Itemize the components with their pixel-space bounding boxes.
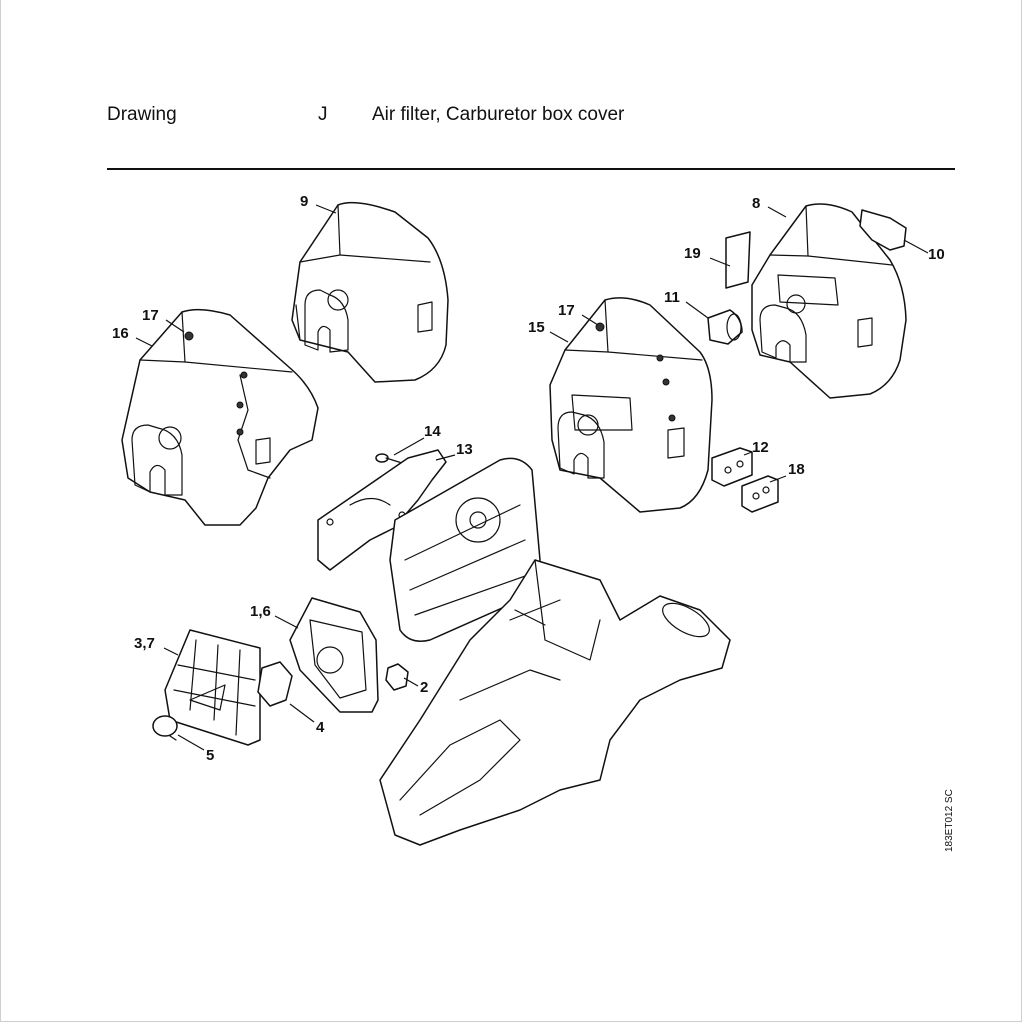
- part-10-plate: [859, 209, 907, 251]
- header-divider: [107, 168, 955, 170]
- part-19-label: [725, 231, 751, 289]
- part-18-bracket: [741, 475, 779, 513]
- part-5-knob: [152, 715, 178, 741]
- part-9-cover: [291, 201, 449, 383]
- callout-17-left: 17: [142, 307, 159, 324]
- part-11-knob: [707, 309, 743, 345]
- part-16-cover: [121, 308, 319, 526]
- part-14-screw: [375, 453, 403, 464]
- callout-11: 11: [664, 289, 680, 306]
- drawing-id: 183ET012 SC: [944, 789, 955, 852]
- callout-17-right: 17: [558, 302, 575, 319]
- callout-10: 10: [928, 246, 945, 263]
- header-code: J: [318, 104, 328, 125]
- callout-18: 18: [788, 461, 805, 478]
- callout-5: 5: [206, 747, 214, 764]
- part-15-cover: [549, 297, 713, 513]
- part-4-gasket: [257, 661, 293, 707]
- part-1-6-filter-frame: [289, 597, 379, 713]
- callout-8: 8: [752, 195, 760, 212]
- part-13-baffle: [317, 449, 447, 571]
- callout-4: 4: [316, 719, 325, 736]
- callout-16: 16: [112, 325, 129, 342]
- part-12-bracket: [711, 447, 753, 487]
- part-8-cover: [751, 203, 907, 399]
- callout-labels: 9 8 19 10 17 16 17 15 11 14 13 12 18 1,6…: [112, 193, 945, 764]
- leader-lines: [135, 204, 929, 751]
- callout-12: 12: [752, 439, 769, 456]
- part-2-nut: [385, 663, 409, 691]
- callout-9: 9: [300, 193, 308, 210]
- handle-housing: [379, 559, 731, 846]
- header-label: Drawing: [107, 104, 177, 125]
- callout-15: 15: [528, 319, 545, 336]
- callout-1-6: 1,6: [250, 603, 271, 620]
- header-title: Air filter, Carburetor box cover: [372, 104, 625, 125]
- callout-13: 13: [456, 441, 473, 458]
- callout-19: 19: [684, 245, 701, 262]
- callout-3-7: 3,7: [134, 635, 155, 652]
- callout-2: 2: [420, 679, 428, 696]
- callout-14: 14: [424, 423, 441, 440]
- part-3-7-air-filter: [164, 629, 261, 746]
